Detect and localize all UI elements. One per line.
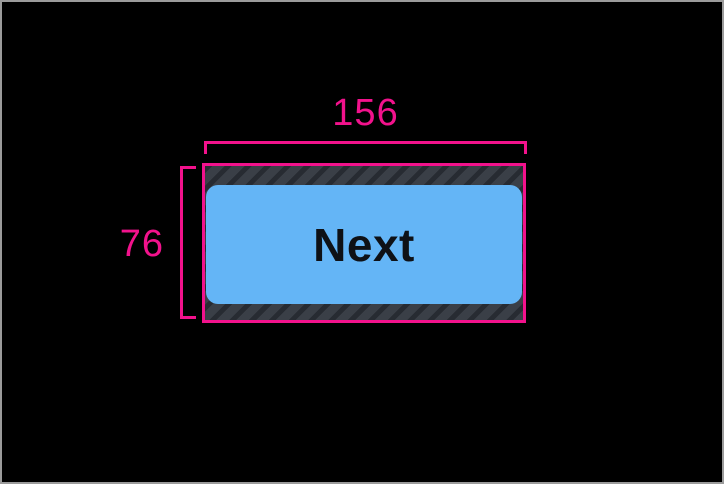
selected-widget-outline: Next xyxy=(202,163,526,323)
widget-padding-hatch: Next xyxy=(205,166,523,320)
next-button-label: Next xyxy=(313,218,415,271)
next-button[interactable]: Next xyxy=(206,185,522,304)
padding-band-bottom xyxy=(205,304,523,320)
height-measurement-bracket xyxy=(180,166,196,319)
padding-band-top xyxy=(205,166,523,185)
height-measurement-label: 76 xyxy=(119,223,164,265)
width-measurement-bracket xyxy=(204,141,527,154)
width-measurement-label: 156 xyxy=(332,92,399,134)
